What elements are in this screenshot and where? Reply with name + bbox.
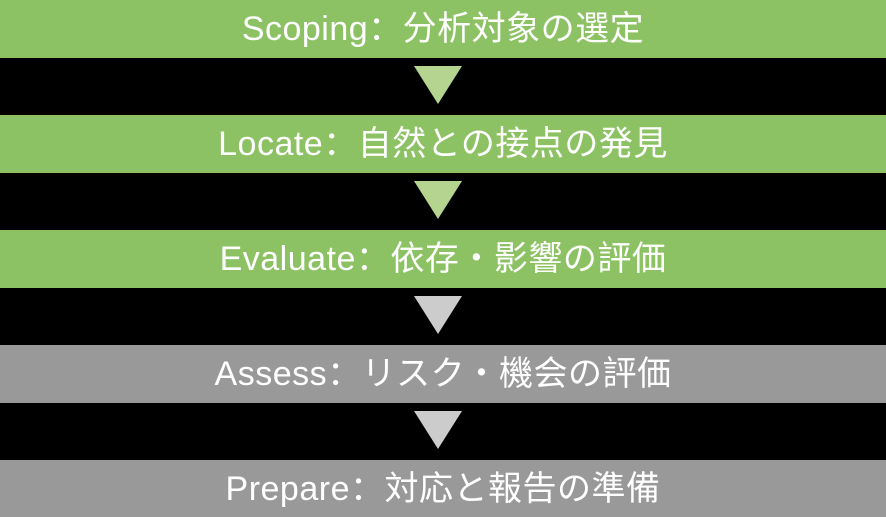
flow-step-prepare[interactable]: Prepare：対応と報告の準備	[0, 460, 886, 517]
flow-step-label: Evaluate：依存・影響の評価	[219, 240, 667, 278]
flow-step-label: Prepare：対応と報告の準備	[225, 470, 661, 508]
down-arrow-icon	[414, 66, 462, 104]
flow-step-label: Scoping：分析対象の選定	[241, 10, 645, 48]
down-arrow-icon	[414, 411, 462, 449]
flow-step-evaluate[interactable]: Evaluate：依存・影響の評価	[0, 230, 886, 288]
down-arrow-icon	[414, 181, 462, 219]
flow-step-locate[interactable]: Locate：自然との接点の発見	[0, 115, 886, 173]
flow-step-label: Assess：リスク・機会の評価	[214, 355, 672, 393]
down-arrow-icon	[414, 296, 462, 334]
flow-step-assess[interactable]: Assess：リスク・機会の評価	[0, 345, 886, 403]
flow-step-scoping[interactable]: Scoping：分析対象の選定	[0, 0, 886, 58]
flow-step-label: Locate：自然との接点の発見	[218, 125, 668, 163]
